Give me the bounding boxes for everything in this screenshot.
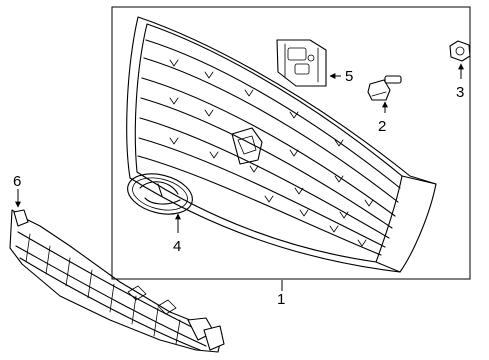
nut-part <box>449 40 471 62</box>
emblem-part <box>127 173 193 215</box>
callout-1: 1 <box>277 291 285 308</box>
grille-assembly <box>126 16 437 273</box>
callout-6: 6 <box>13 173 21 190</box>
callout-3: 3 <box>456 84 464 101</box>
callout-5: 5 <box>345 68 353 85</box>
callout-4: 4 <box>173 238 181 255</box>
leader-lines <box>15 63 464 291</box>
lower-grille-part <box>9 209 225 353</box>
clip-part <box>276 39 327 87</box>
assembly-box <box>111 6 471 280</box>
screw-part <box>367 75 402 101</box>
callout-2: 2 <box>378 118 386 135</box>
